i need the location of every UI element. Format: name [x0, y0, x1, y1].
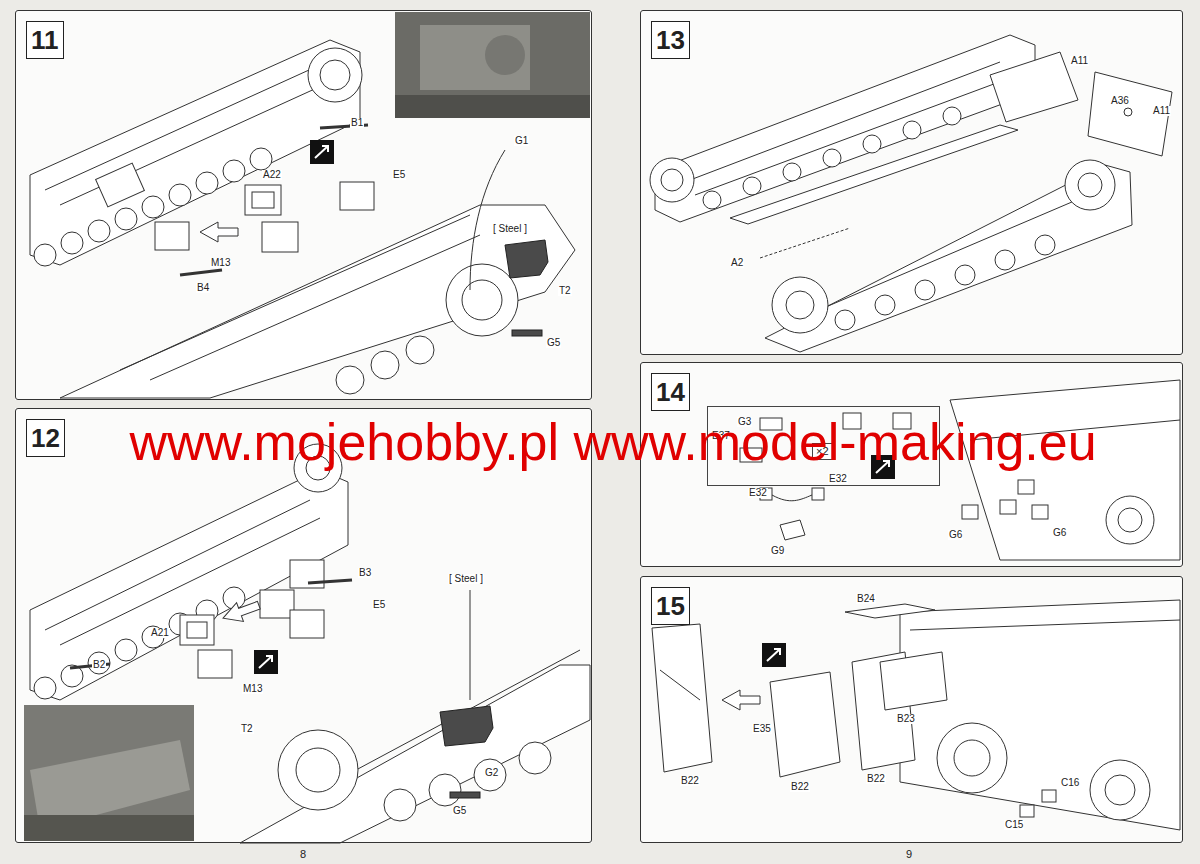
part-label: A22	[262, 170, 282, 180]
part-label: G6	[948, 530, 963, 540]
part-label: B1	[350, 118, 364, 128]
part-label: E5	[392, 170, 406, 180]
part-label: G5	[546, 338, 561, 348]
step-number: 12	[26, 419, 65, 457]
step-panel: 12	[15, 408, 592, 843]
part-label: A21	[150, 628, 170, 638]
reference-photo	[395, 12, 590, 118]
part-label: A2	[730, 258, 744, 268]
part-label: G1	[514, 136, 529, 146]
steel-part	[440, 706, 493, 798]
part-label: A11	[1152, 106, 1171, 116]
part-label: A11	[1070, 56, 1089, 66]
part-label: E35	[752, 724, 772, 734]
part-label: M13	[242, 684, 263, 694]
step-number: 11	[26, 21, 64, 59]
part-label: E32	[828, 474, 848, 484]
step-panel: 13	[640, 10, 1183, 355]
step-number: 14	[651, 373, 690, 411]
part-label: A36	[1110, 96, 1130, 106]
part-label: [ Steel ]	[492, 224, 528, 234]
part-label: E32	[748, 488, 768, 498]
watermark: www.mojehobby.pl www.model-making.eu	[129, 416, 1096, 468]
part-label: B22	[680, 776, 700, 786]
hull-drawing	[30, 444, 590, 843]
reference-photo	[24, 705, 194, 841]
page-number: 9	[906, 849, 912, 860]
part-label: B22	[866, 774, 886, 784]
step-number: 15	[651, 587, 690, 625]
part-label: B4	[196, 283, 210, 293]
part-label: T2	[558, 286, 572, 296]
part-label: G5	[452, 806, 467, 816]
panel-ground	[640, 10, 1183, 355]
panel-ground	[15, 10, 592, 400]
step-panel: 15	[640, 576, 1183, 843]
part-label: G6	[1052, 528, 1067, 538]
part-label: G2	[484, 768, 499, 778]
panel-ground	[640, 576, 1183, 843]
step-panel: 11	[15, 10, 592, 400]
part-label: B2	[92, 660, 106, 670]
detail-icon	[254, 650, 278, 674]
part-label: C15	[1004, 820, 1024, 830]
page-number: 8	[300, 849, 306, 860]
steel-part	[505, 240, 548, 336]
part-label: T2	[240, 724, 254, 734]
part-label: E5	[372, 600, 386, 610]
part-label: C16	[1060, 778, 1080, 788]
part-label: B24	[856, 594, 876, 604]
detail-icon	[310, 140, 334, 164]
detail-icon	[762, 643, 786, 667]
panel-ground	[15, 408, 592, 843]
part-label: B22	[790, 782, 810, 792]
part-label: B3	[358, 568, 372, 578]
part-label: B23	[896, 714, 916, 724]
step-number: 13	[651, 21, 690, 59]
part-label: M13	[210, 258, 231, 268]
part-label: [ Steel ]	[448, 574, 484, 584]
part-label: G9	[770, 546, 785, 556]
